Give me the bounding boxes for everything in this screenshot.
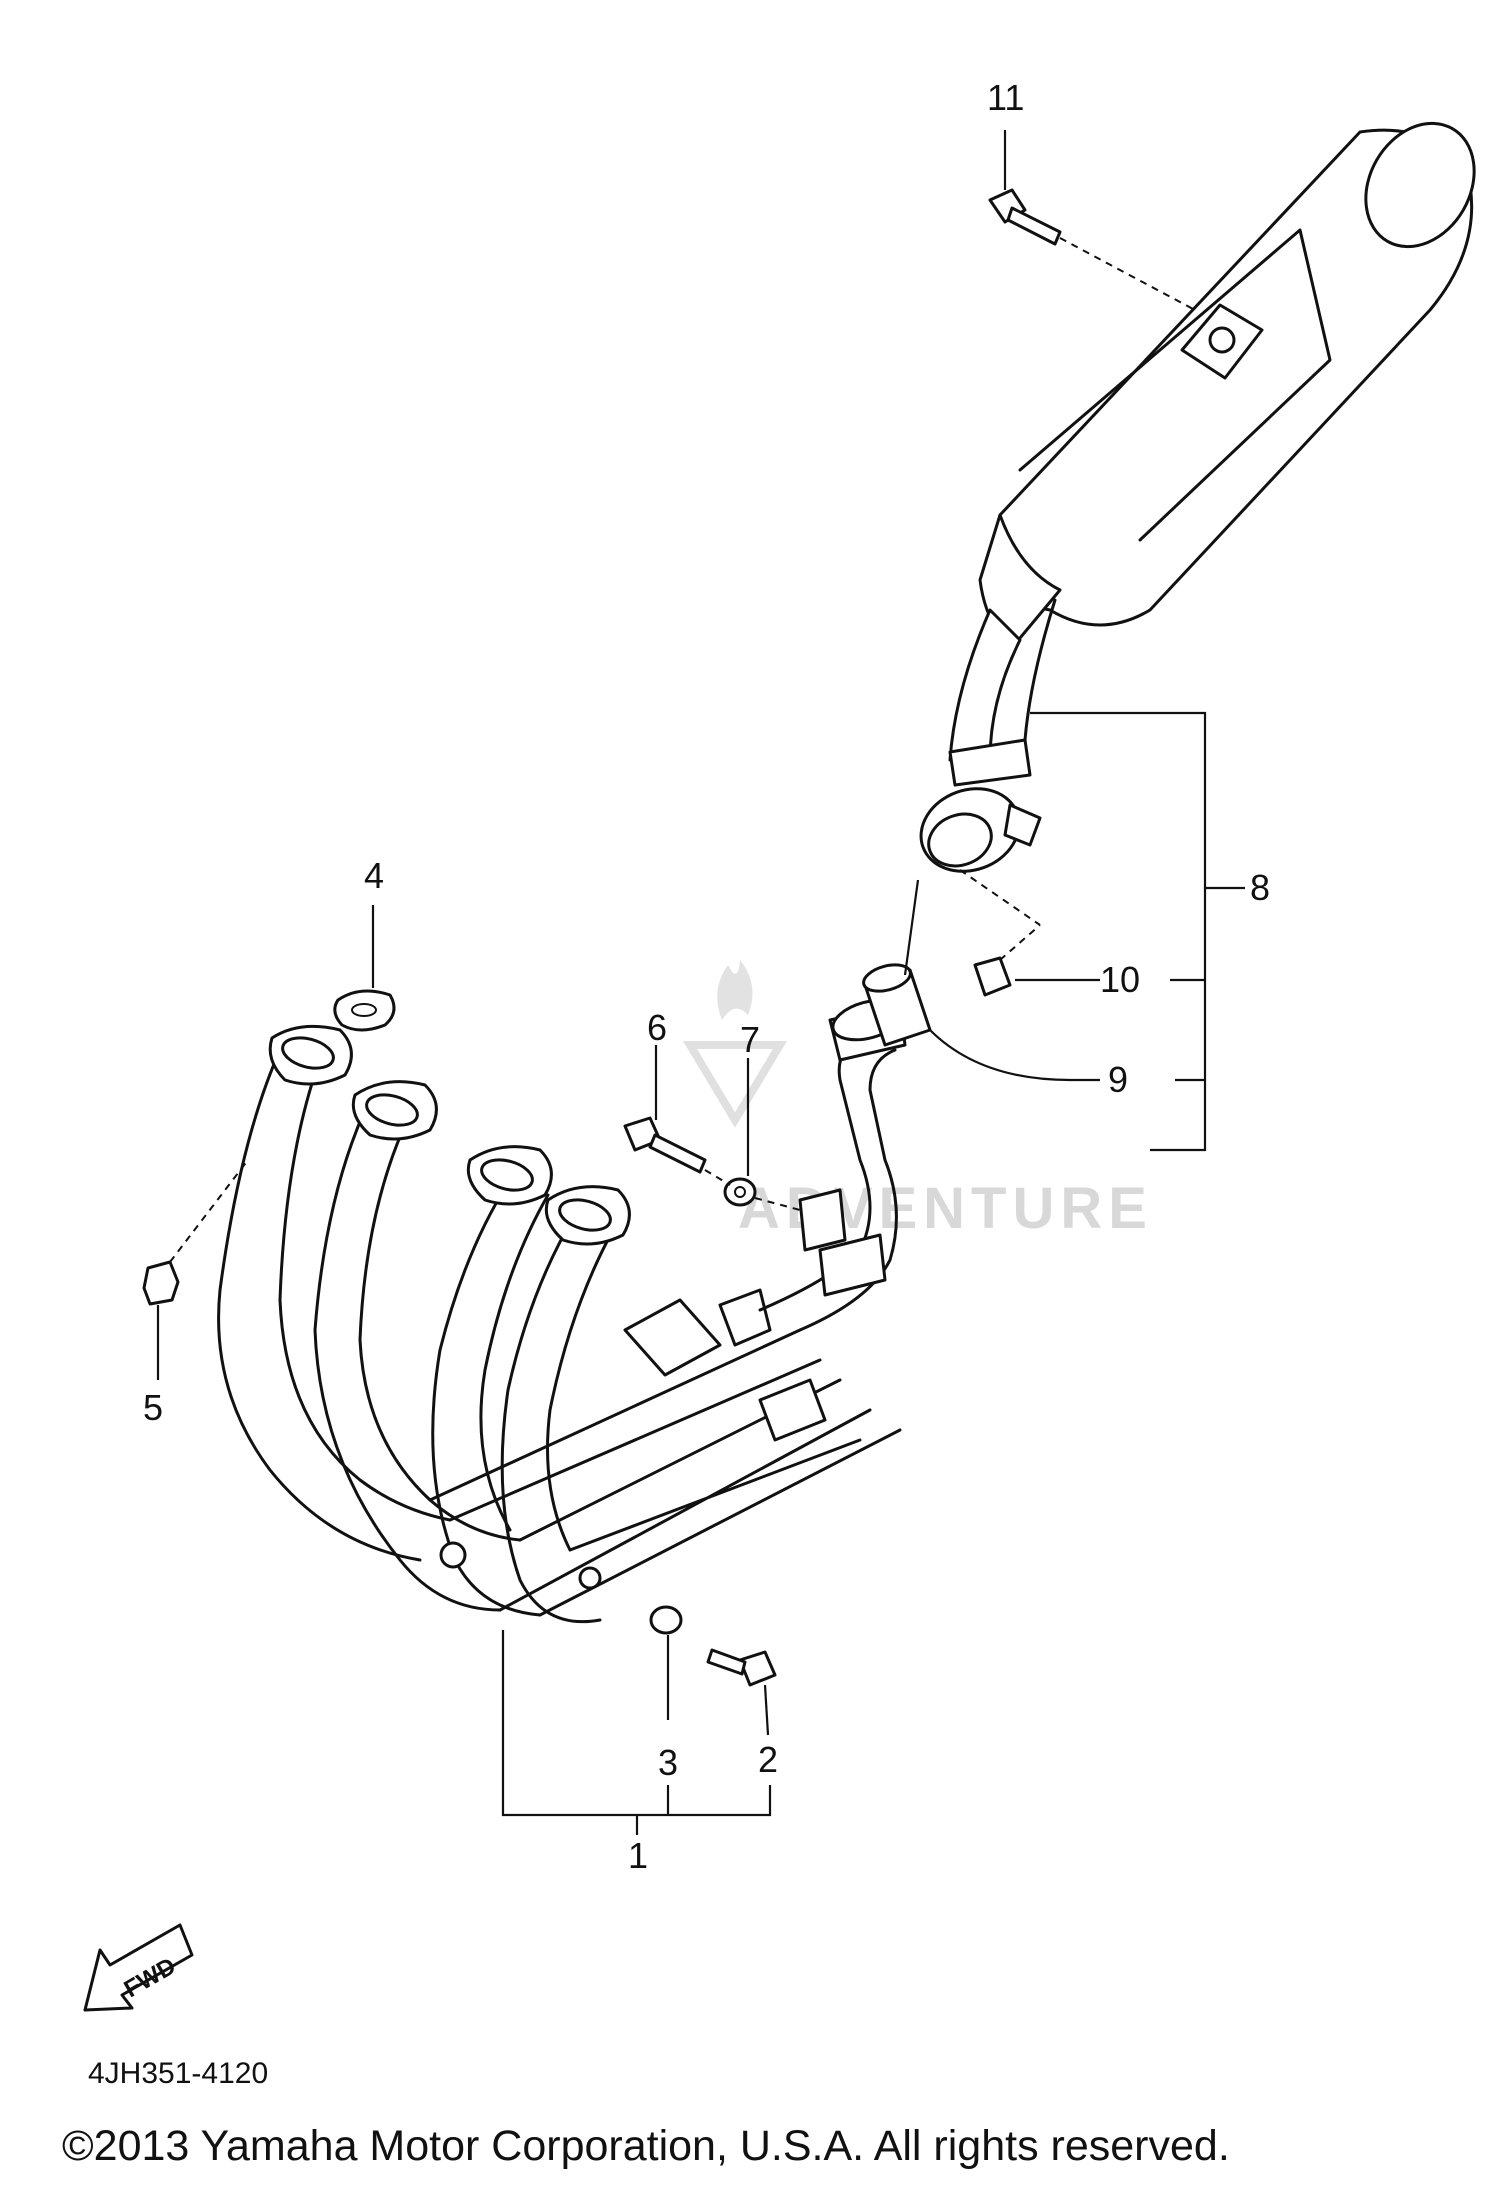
leader-lines: [156, 130, 1245, 1835]
callout-11: 11: [987, 77, 1024, 118]
callout-8: 8: [1250, 867, 1270, 908]
diagram-code: 4JH351-4120: [88, 2057, 268, 2090]
callout-10: 10: [1100, 959, 1140, 1000]
callout-2: 2: [758, 1739, 778, 1780]
callout-6: 6: [647, 1007, 667, 1048]
callout-7: 7: [740, 1019, 760, 1060]
muffler: [919, 121, 1476, 873]
callout-labels: 1 2 3 4 5 6 7 8 9 10 11: [143, 77, 1270, 1876]
copyright-notice: ©2013 Yamaha Motor Corporation, U.S.A. A…: [62, 2122, 1230, 2170]
exhaust-header-assembly: [217, 998, 907, 1624]
callout-1: 1: [628, 1835, 648, 1876]
callout-4: 4: [364, 855, 384, 896]
forward-arrow: FWD: [83, 1923, 194, 2012]
callout-3: 3: [658, 1742, 678, 1783]
callout-9: 9: [1108, 1059, 1128, 1100]
callout-5: 5: [143, 1387, 163, 1428]
hardware: [142, 188, 1062, 1687]
